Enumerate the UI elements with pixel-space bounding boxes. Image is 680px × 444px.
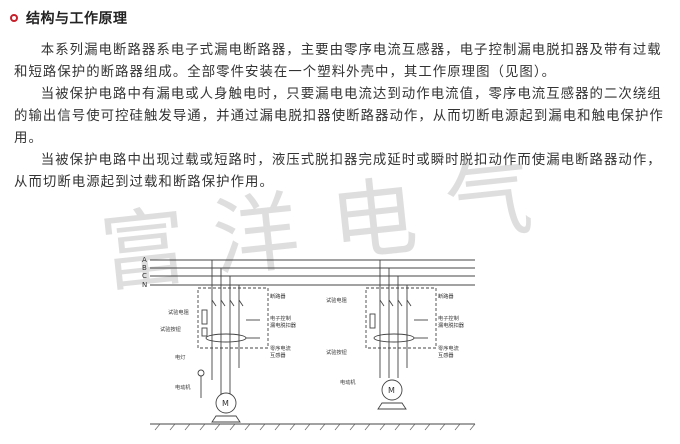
left-lamp-label: 电灯 [175,353,185,361]
bus-label-a: A [142,256,147,264]
bus-label-b: B [142,264,147,272]
right-motor-symbol: M [388,386,395,395]
right-motor-label: 电动机 [340,378,356,386]
left-test-resistor-label: 试验电阻 [168,308,189,316]
bullet-icon [10,14,18,22]
left-controller-label-2: 漏电脱扣器 [270,321,297,329]
paragraph-intro: 本系列漏电断路器系电子式漏电断路器，主要由零序电流互感器，电子控制漏电脱扣器及带… [14,43,662,80]
body-text: 本系列漏电断路器系电子式漏电断路器，主要由零序电流互感器，电子控制漏电脱扣器及带… [14,40,668,194]
right-ct-label-2: 互感器 [438,351,454,359]
left-controller-label-1: 电子控制 [270,314,291,322]
right-controller-label-1: 电子控制 [438,314,459,322]
working-principle-diagram: A B C N 试验电阻 断路器 电子控制 漏电脱扣器 试验按钮 零序电流 互感… [142,256,476,431]
bus-label-c: C [142,272,147,280]
section-title: 结构与工作原理 [26,11,128,27]
paragraph-overload: 当被保护电路中出现过载或短路时，液压式脱扣器完成延时或瞬时脱扣动作而使漏电断路器… [14,153,662,190]
right-test-button-label: 试验按钮 [326,348,347,356]
paragraph-leakage: 当被保护电路中有漏电或人身触电时，只要漏电电流达到动作电流值，零序电流互感器的二… [14,87,664,146]
bus-label-n: N [142,281,147,289]
right-ct-label-1: 零序电流 [438,344,459,352]
left-ct-label-1: 零序电流 [270,344,291,352]
left-test-button-label: 试验按钮 [160,325,181,333]
left-breaker-label: 断路器 [270,292,286,300]
left-motor-label: 电动机 [175,383,191,391]
right-breaker-label: 断路器 [438,292,454,300]
section-heading: 结构与工作原理 [10,8,128,28]
right-test-resistor-label: 试验电阻 [326,296,347,304]
right-controller-label-2: 漏电脱扣器 [438,321,465,329]
left-ct-label-2: 互感器 [270,351,286,359]
left-motor-symbol: M [222,399,229,408]
